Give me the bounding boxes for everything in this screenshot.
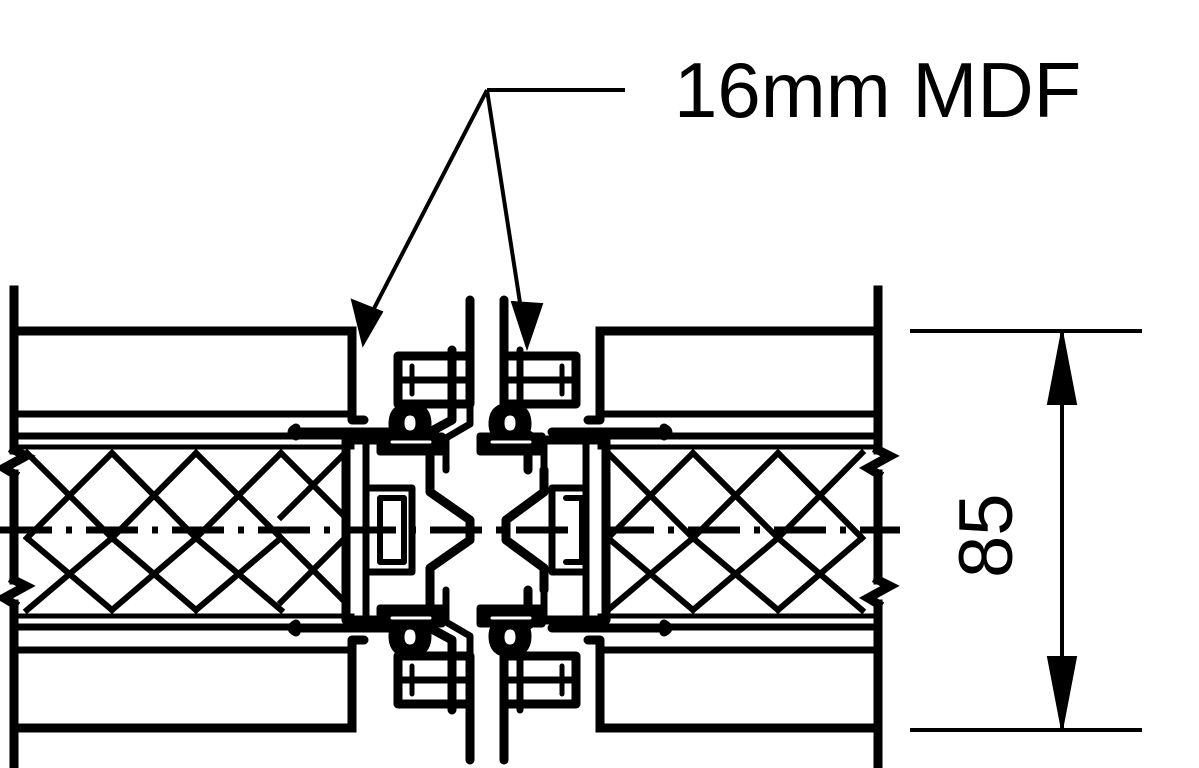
leader-line-left (365, 89, 489, 323)
right-panel-return-bottom (583, 635, 605, 733)
dimension-arrowhead-bottom-icon (1046, 656, 1078, 731)
material-callout-label: 16mm MDF (674, 46, 1081, 134)
z-web-left-lower-inner (442, 586, 474, 714)
flange-end-bead (659, 619, 673, 637)
left-panel-return-top (347, 326, 369, 425)
leader-arrowhead-icon (350, 298, 384, 348)
gasket-seal (476, 604, 546, 658)
break-symbol-icon (0, 443, 36, 481)
dimension-arrowhead-top-icon (1046, 330, 1078, 405)
gasket-seal (476, 402, 546, 456)
material-callout-leader (350, 88, 625, 352)
left-panel-return-bottom (347, 635, 369, 733)
right-mdf-panel (595, 285, 900, 768)
aluminium-meeting-stile-profile (287, 295, 673, 765)
break-symbol-icon (858, 443, 900, 481)
right-panel-return-top (583, 326, 605, 425)
dimension-value-85: 85 (944, 493, 1029, 578)
leader-arrowhead-icon (510, 300, 544, 352)
flange-end-bead (287, 423, 301, 441)
leader-line-right (485, 89, 525, 323)
break-symbol-icon (0, 573, 36, 611)
flange-end-bead (287, 619, 301, 637)
profile-diagonal-leaf-right (501, 465, 549, 595)
height-dimension-85 (910, 329, 1142, 732)
right-panel-core-hatch (603, 448, 867, 615)
break-symbol-icon (858, 573, 900, 611)
flange-end-bead (659, 423, 673, 441)
z-web-left-upper-inner (442, 346, 474, 474)
left-panel-core-hatch (22, 448, 350, 615)
